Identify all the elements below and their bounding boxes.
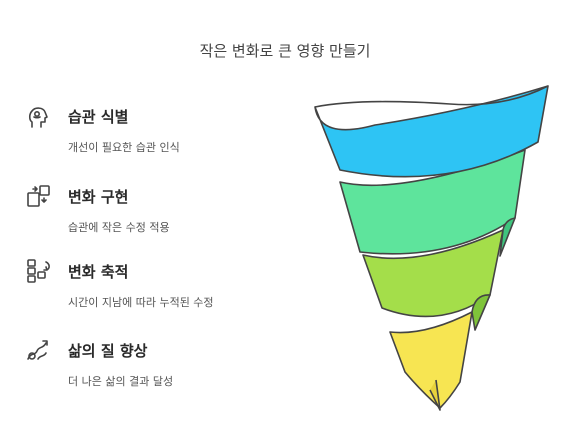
growth-path-icon <box>26 337 52 363</box>
head-thought-icon <box>26 103 52 129</box>
step-description: 더 나은 삶의 결과 달성 <box>68 375 174 388</box>
step-heading: 습관 식별 <box>68 108 129 126</box>
funnel-band-4 <box>389 311 473 409</box>
step-description: 개선이 필요한 습관 인식 <box>68 141 180 154</box>
step-heading: 변화 구현 <box>68 188 129 206</box>
step-heading: 변화 축적 <box>68 263 129 281</box>
funnel-inner-2 <box>499 217 516 257</box>
spiral-funnel <box>300 80 570 420</box>
funnel-rim <box>314 85 549 108</box>
step-description: 습관에 작은 수정 적용 <box>68 221 170 234</box>
step-identify-habit: 습관 식별 개선이 필요한 습관 인식 <box>26 103 306 163</box>
stacked-blocks-icon <box>26 258 52 284</box>
funnel-band-1 <box>314 85 549 178</box>
funnel-tip <box>429 379 441 411</box>
step-heading: 삶의 질 향상 <box>68 342 148 360</box>
transform-boxes-icon <box>26 183 52 209</box>
funnel-inner-3 <box>471 294 491 331</box>
step-accumulate-change: 변화 축적 시간이 지남에 따라 누적된 수정 <box>26 258 306 318</box>
step-improve-quality: 삶의 질 향상 더 나은 삶의 결과 달성 <box>26 337 306 397</box>
step-implement-change: 변화 구현 습관에 작은 수정 적용 <box>26 183 306 243</box>
diagram-title: 작은 변화로 큰 영향 만들기 <box>199 42 371 60</box>
step-description: 시간이 지남에 따라 누적된 수정 <box>68 296 214 309</box>
funnel-band-2 <box>339 149 526 255</box>
